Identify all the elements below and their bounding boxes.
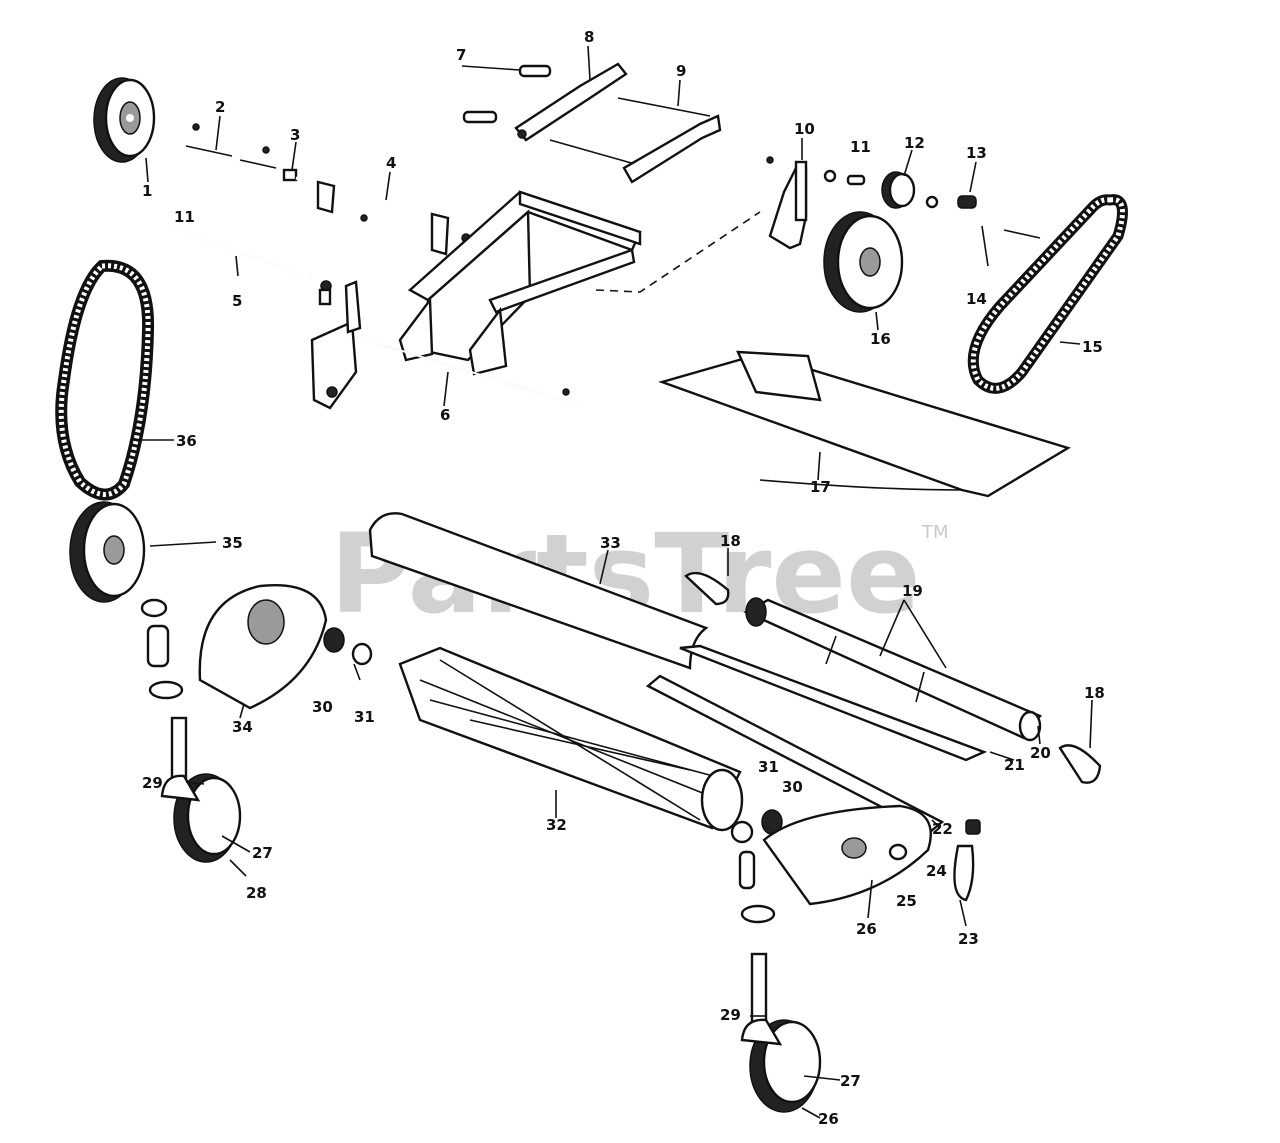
belt-part-15 (967, 194, 1128, 394)
bearing-part-30-left (323, 627, 345, 653)
callout-30-right: 30 (782, 778, 803, 796)
callout-3: 3 (290, 126, 300, 144)
shield-part-33 (368, 512, 709, 670)
bracket-part-10 (766, 156, 808, 250)
callout-32: 32 (546, 816, 567, 834)
callout-27-bottom: 27 (840, 1072, 861, 1090)
leader-lines (140, 45, 1093, 1119)
watermark-trademark: TM (921, 522, 949, 543)
callout-18-top: 18 (720, 532, 741, 550)
washer-part-31-right (730, 820, 754, 844)
callout-33: 33 (600, 534, 621, 552)
callout-36: 36 (176, 432, 197, 450)
callout-16: 16 (870, 330, 891, 348)
bracket-part-18-top (684, 571, 730, 606)
callout-14: 14 (966, 290, 987, 308)
wheel-assembly-bottom (740, 904, 822, 1113)
shaft-part-4 (295, 176, 471, 256)
wheel-assembly-left (160, 716, 242, 863)
arm-part-8 (514, 62, 628, 142)
callout-28: 28 (246, 884, 267, 902)
callout-19: 19 (902, 582, 923, 600)
callout-22: 22 (932, 820, 953, 838)
callout-23: 23 (958, 930, 979, 948)
callout-8: 8 (584, 28, 594, 46)
callout-31-right: 31 (758, 758, 779, 776)
callout-7: 7 (456, 46, 466, 64)
frame-part-6 (310, 190, 642, 410)
callout-13: 13 (966, 144, 987, 162)
callout-18-right: 18 (1084, 684, 1105, 702)
callout-10: 10 (794, 120, 815, 138)
callout-5: 5 (232, 292, 242, 310)
callout-12: 12 (904, 134, 925, 152)
bracket-part-23-24 (953, 819, 981, 902)
callout-35: 35 (222, 534, 243, 552)
pulley-part-35 (69, 501, 146, 603)
callout-30-left: 30 (312, 698, 333, 716)
callout-29-bottom: 29 (720, 1006, 741, 1024)
roller-part-19 (743, 597, 1042, 742)
callout-25: 25 (896, 892, 917, 910)
callout-29-left: 29 (142, 774, 163, 792)
reel-part-32 (398, 646, 744, 832)
callout-9: 9 (676, 62, 686, 80)
callout-2: 2 (215, 98, 225, 116)
callout-17: 17 (810, 478, 831, 496)
callout-11-right: 11 (850, 138, 871, 156)
housing-part-34 (140, 584, 328, 710)
hardware-part-11-13 (823, 169, 989, 267)
callout-26-mid: 26 (856, 920, 877, 938)
callout-6: 6 (440, 406, 450, 424)
callout-21: 21 (1004, 756, 1025, 774)
callout-1: 1 (142, 182, 152, 200)
callout-27-left: 27 (252, 844, 273, 862)
washer-part-31-left (351, 642, 373, 666)
handle-part-9 (549, 97, 722, 184)
housing-part-26 (738, 804, 932, 906)
callout-labels: 1 2 3 4 5 6 7 8 9 10 11 11 12 13 14 15 1… (142, 28, 1105, 1128)
callout-31-left: 31 (354, 708, 375, 726)
bracket-part-18-right (1058, 744, 1102, 784)
deflector-part-17 (658, 350, 1071, 498)
wheel-part-16 (823, 211, 904, 313)
callout-20: 20 (1030, 744, 1051, 762)
callout-15: 15 (1082, 338, 1103, 356)
bedknife-part-21-22 (645, 644, 988, 834)
belt-part-36 (55, 259, 155, 501)
rod-part-5 (173, 227, 332, 306)
callout-4: 4 (386, 154, 396, 172)
pins-part-7 (461, 64, 552, 124)
callout-11-left: 11 (174, 208, 195, 226)
callout-26-bottom: 26 (818, 1110, 839, 1128)
callout-34: 34 (232, 718, 253, 736)
pulley-part-1 (93, 77, 156, 163)
rods-part-2-3 (185, 123, 298, 182)
callout-24: 24 (926, 862, 947, 880)
